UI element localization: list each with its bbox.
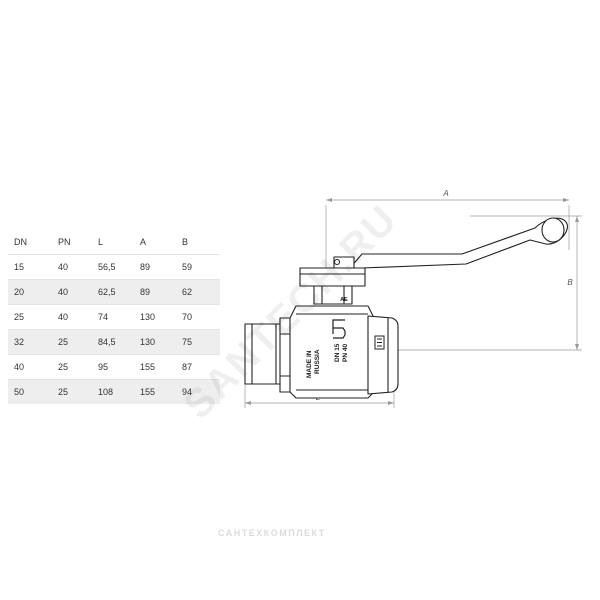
dimension-a-label: A bbox=[442, 189, 448, 198]
cell-pn: 40 bbox=[58, 304, 98, 330]
header-l: L bbox=[98, 237, 104, 247]
dimension-b-arrow-top bbox=[575, 216, 579, 222]
dimension-a-arrow-right bbox=[563, 198, 569, 202]
cell-b: 70 bbox=[182, 304, 220, 330]
dimension-b-label: B bbox=[567, 278, 573, 287]
cell-a: 89 bbox=[140, 279, 182, 305]
handle-tip bbox=[541, 217, 565, 243]
marking-dn: DN 15 bbox=[334, 343, 341, 362]
marking-made-in: MADE IN bbox=[306, 350, 313, 378]
cell-b: 62 bbox=[182, 279, 220, 305]
brand-logo bbox=[332, 319, 346, 339]
table-row: 40 25 95 155 87 bbox=[8, 354, 220, 380]
header-a: A bbox=[140, 237, 147, 247]
cell-a: 155 bbox=[140, 379, 182, 404]
watermark-company: САНТЕХКОМПЛЕКТ bbox=[218, 528, 326, 538]
ball-valve-drawing: A B L MADE IN RUSSIA DN 15 PN 40 AE bbox=[244, 189, 582, 408]
marking-russia: RUSSIA bbox=[314, 349, 321, 374]
cell-b: 87 bbox=[182, 354, 220, 380]
dimension-lines bbox=[244, 198, 582, 408]
cell-l: 62,5 bbox=[98, 279, 140, 305]
dimension-l-arrow-left bbox=[245, 401, 251, 405]
table-row: 50 25 108 155 94 bbox=[8, 379, 220, 404]
cell-dn: 50 bbox=[8, 379, 58, 404]
cell-dn: 32 bbox=[8, 329, 58, 355]
cell-a: 130 bbox=[140, 329, 182, 355]
dimension-b-arrow-bottom bbox=[575, 344, 579, 350]
female-end bbox=[367, 315, 399, 395]
cell-dn: 40 bbox=[8, 354, 58, 380]
header-b: B bbox=[182, 237, 189, 247]
cell-pn: 25 bbox=[58, 379, 98, 404]
cell-a: 89 bbox=[140, 254, 182, 280]
table-row: 20 40 62,5 89 62 bbox=[8, 279, 220, 305]
cell-l: 84,5 bbox=[98, 329, 140, 355]
certification-mark bbox=[374, 335, 385, 350]
cell-pn: 40 bbox=[58, 254, 98, 280]
cell-pn: 25 bbox=[58, 354, 98, 380]
spec-table-header-row: DN PN L A B bbox=[8, 230, 220, 255]
table-row: 25 40 74 130 70 bbox=[8, 304, 220, 330]
table-row: 32 25 84,5 130 75 bbox=[8, 329, 220, 355]
body-markings: MADE IN RUSSIA DN 15 PN 40 AE bbox=[306, 297, 349, 378]
cell-pn: 40 bbox=[58, 279, 98, 305]
spec-table: DN PN L A B 15 40 56,5 89 59 20 40 62,5 … bbox=[8, 230, 220, 404]
stem-nut-detail bbox=[333, 258, 341, 266]
cell-b: 59 bbox=[182, 254, 220, 280]
cell-dn: 20 bbox=[8, 279, 58, 305]
cell-l: 95 bbox=[98, 354, 140, 380]
header-dn: DN bbox=[14, 237, 27, 247]
logo-stroke bbox=[333, 327, 346, 339]
logo-stroke bbox=[332, 319, 345, 334]
certification-mark-frame bbox=[374, 335, 385, 350]
marking-pn: PN 40 bbox=[342, 344, 349, 362]
lever-handle bbox=[349, 217, 568, 269]
stem-neck bbox=[313, 285, 353, 305]
cell-l: 108 bbox=[98, 379, 140, 404]
male-thread bbox=[244, 323, 284, 385]
dimension-a-arrow-left bbox=[326, 198, 332, 202]
cell-b: 75 bbox=[182, 329, 220, 355]
cell-pn: 25 bbox=[58, 329, 98, 355]
cell-a: 130 bbox=[140, 304, 182, 330]
cell-dn: 15 bbox=[8, 254, 58, 280]
cell-b: 94 bbox=[182, 379, 220, 404]
header-pn: PN bbox=[58, 237, 71, 247]
cell-a: 155 bbox=[140, 354, 182, 380]
cell-dn: 25 bbox=[8, 304, 58, 330]
cell-l: 74 bbox=[98, 304, 140, 330]
marking-small: AE bbox=[340, 297, 348, 303]
cell-l: 56,5 bbox=[98, 254, 140, 280]
table-row: 15 40 56,5 89 59 bbox=[8, 254, 220, 280]
valve-body bbox=[289, 305, 375, 399]
dimension-l-arrow-right bbox=[388, 401, 394, 405]
